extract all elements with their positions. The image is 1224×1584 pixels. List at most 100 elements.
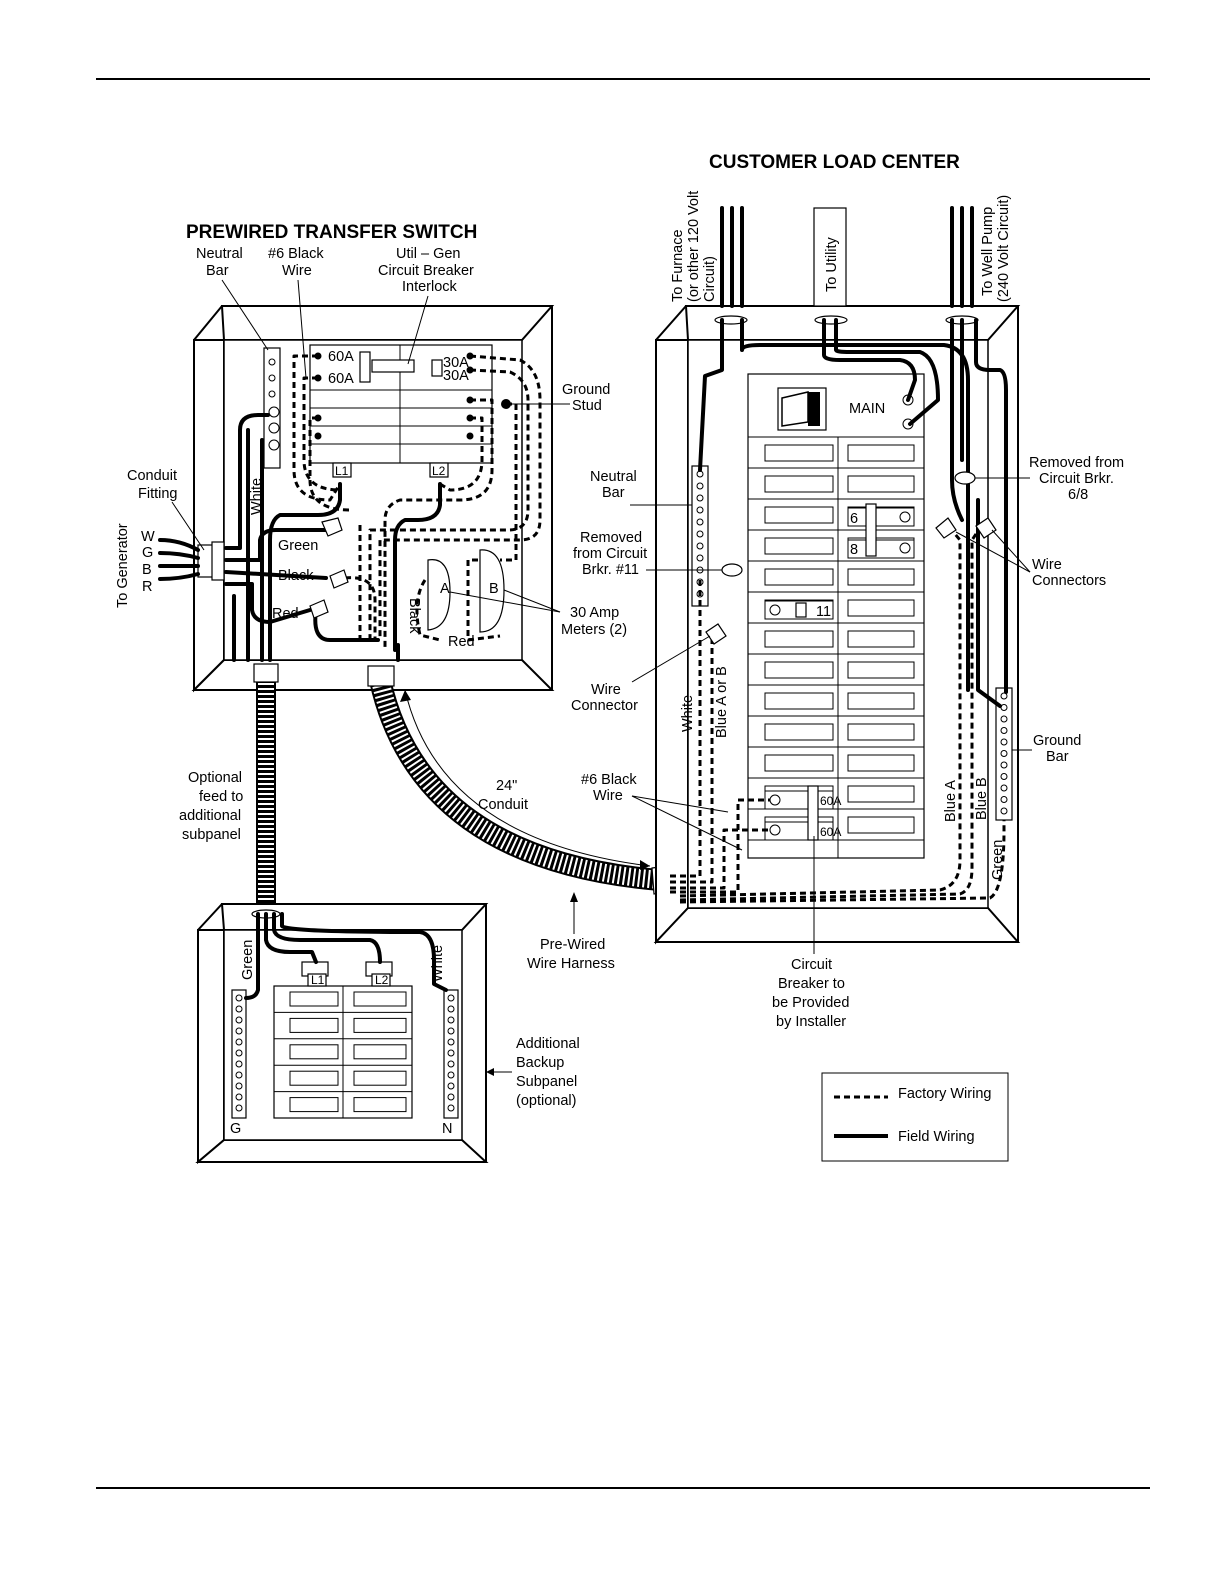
bar-hole [696, 518, 704, 526]
breaker-slot-right [847, 444, 915, 462]
svg-text:Removed from: Removed from [1029, 455, 1124, 471]
bar-hole [235, 1093, 243, 1101]
svg-text:subpanel: subpanel [182, 827, 241, 843]
sub-slot-right [353, 1017, 407, 1033]
transfer-switch: PREWIRED TRANSFER SWITCH [115, 222, 627, 693]
svg-text:Subpanel: Subpanel [516, 1074, 577, 1090]
legend-factory-label: Factory Wiring [898, 1086, 991, 1102]
bar-hole [447, 1027, 455, 1035]
svg-text:Circuit): Circuit) [702, 256, 718, 302]
bar-hole [1000, 796, 1008, 803]
svg-text:Pre-Wired: Pre-Wired [540, 937, 605, 953]
breaker-slot-left [764, 630, 834, 648]
svg-text:(optional): (optional) [516, 1093, 576, 1109]
svg-text:Circuit Brkr.: Circuit Brkr. [1039, 471, 1114, 487]
svg-text:6: 6 [850, 511, 858, 527]
svg-text:(240 Volt Circuit): (240 Volt Circuit) [996, 195, 1012, 302]
breaker-slot-right [847, 475, 915, 493]
svg-text:by Installer: by Installer [776, 1014, 846, 1030]
legend-field-label: Field Wiring [898, 1129, 975, 1145]
breaker-slot-left [764, 506, 834, 524]
svg-text:Neutral: Neutral [196, 246, 243, 262]
svg-text:Circuit: Circuit [791, 957, 832, 973]
bar-hole [447, 1038, 455, 1046]
svg-text:Wire: Wire [591, 682, 621, 698]
bar-hole [1000, 761, 1008, 769]
svg-text:#6 Black: #6 Black [268, 246, 324, 262]
svg-text:Util – Gen: Util – Gen [396, 246, 460, 262]
svg-text:Wire Harness: Wire Harness [527, 956, 615, 972]
svg-text:Breaker to: Breaker to [778, 976, 845, 992]
bar-hole [235, 1082, 243, 1090]
svg-text:Brkr. #11: Brkr. #11 [582, 562, 639, 578]
svg-text:L1: L1 [311, 973, 325, 987]
svg-text:30 Amp: 30 Amp [570, 605, 619, 621]
svg-text:Conduit: Conduit [127, 468, 177, 484]
bar-hole [235, 1071, 243, 1079]
svg-text:Optional: Optional [188, 770, 242, 786]
bar-hole [235, 1005, 243, 1013]
bar-hole [235, 1049, 243, 1057]
svg-text:Red: Red [272, 606, 299, 622]
svg-text:Bar: Bar [602, 485, 625, 501]
svg-text:To Utility: To Utility [824, 236, 840, 292]
breaker-slot-left [764, 723, 834, 741]
bar-hole [447, 1060, 455, 1068]
bar-hole [1000, 807, 1008, 815]
svg-text:Black: Black [278, 568, 314, 584]
svg-text:Removed: Removed [580, 530, 642, 546]
svg-text:additional: additional [179, 808, 241, 824]
sub-slot-left [289, 1097, 339, 1113]
bar-hole [235, 1060, 243, 1068]
svg-text:To Well Pump: To Well Pump [980, 207, 996, 296]
ts-neutral-bar [263, 347, 281, 469]
bar-hole [447, 1005, 455, 1013]
svg-text:60A: 60A [820, 794, 841, 808]
sub-neutral-bar [443, 989, 459, 1119]
svg-text:G: G [142, 545, 153, 561]
transfer-switch-title: PREWIRED TRANSFER SWITCH [186, 222, 477, 243]
bar-hole [696, 530, 704, 538]
svg-text:MAIN: MAIN [849, 401, 885, 417]
bar-hole [696, 542, 704, 550]
breaker-slot-left [764, 661, 834, 679]
backup-subpanel: L1 L2 Green White G N Additional Backup … [195, 903, 580, 1165]
breaker-slot-right [847, 661, 915, 679]
svg-text:N: N [442, 1121, 452, 1137]
bar-hole [1000, 784, 1008, 792]
breaker-slot-left [764, 537, 834, 555]
breaker-slot-left [764, 754, 834, 772]
svg-text:L1: L1 [335, 464, 349, 478]
svg-text:Circuit Breaker: Circuit Breaker [378, 263, 474, 279]
svg-text:60A: 60A [820, 825, 841, 839]
svg-text:30A: 30A [443, 368, 469, 384]
sub-slot-right [353, 1097, 407, 1113]
bar-hole [447, 1049, 455, 1057]
svg-text:L2: L2 [375, 973, 389, 987]
bar-hole [696, 482, 704, 490]
svg-text:White: White [249, 478, 265, 515]
svg-text:B: B [142, 562, 152, 578]
svg-text:#6 Black: #6 Black [581, 772, 637, 788]
bar-hole [447, 1104, 455, 1112]
svg-text:Green: Green [990, 840, 1006, 880]
breaker-slot-left [764, 568, 834, 586]
svg-text:24": 24" [496, 778, 517, 794]
svg-text:feed to: feed to [199, 789, 243, 805]
breaker-slot-right [847, 568, 915, 586]
svg-text:Stud: Stud [572, 398, 602, 414]
svg-text:Red: Red [448, 634, 475, 650]
svg-text:White: White [430, 945, 446, 982]
bar-hole [447, 1016, 455, 1024]
svg-text:from Circuit: from Circuit [573, 546, 647, 562]
svg-text:60A: 60A [328, 349, 354, 365]
svg-text:Blue B: Blue B [974, 777, 990, 820]
bar-hole [696, 506, 704, 514]
svg-text:White: White [680, 695, 696, 732]
svg-text:6/8: 6/8 [1068, 487, 1088, 503]
breaker-slot-right [847, 692, 915, 710]
svg-text:Interlock: Interlock [402, 279, 458, 295]
bar-hole [447, 1082, 455, 1090]
svg-text:Connector: Connector [571, 698, 638, 714]
svg-text:8: 8 [850, 542, 858, 558]
